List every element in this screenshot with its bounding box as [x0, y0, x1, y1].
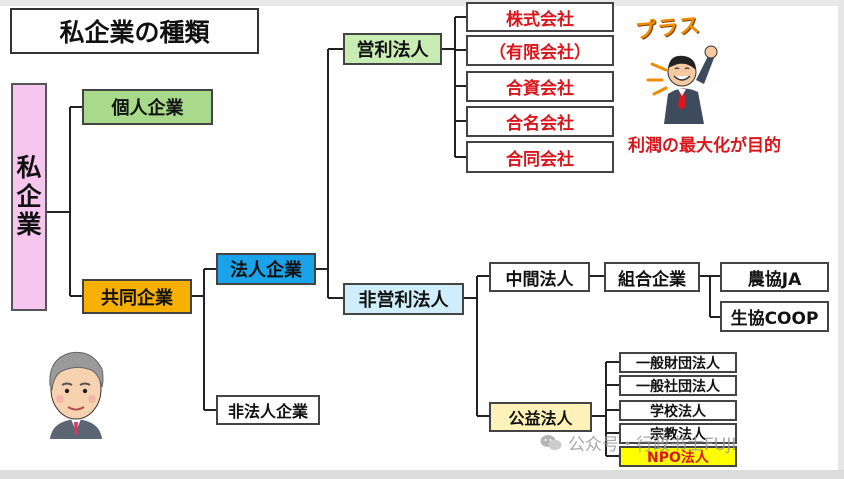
node-shukyo-hojin: 宗教法人 — [619, 423, 737, 444]
node-goshi-kaisha: 合資会社 — [466, 71, 614, 102]
root-char-3: 業 — [16, 210, 42, 240]
node-kyodo-kigyo: 共同企業 — [82, 279, 192, 314]
elderly-man-face-icon — [49, 351, 104, 439]
node-hieiri-hojin: 非営利法人 — [343, 283, 464, 315]
root-node-private-enterprise: 私 企 業 — [11, 83, 47, 311]
node-gakko-hojin: 学校法人 — [619, 400, 737, 421]
node-hojin-kigyo: 法人企業 — [216, 253, 316, 285]
node-npo-hojin: NPO法人 — [619, 446, 737, 467]
node-ippan-zaidan-hojin: 一般財団法人 — [619, 352, 737, 373]
node-kabushiki-kaisha: 株式会社 — [466, 2, 614, 32]
node-koeki-hojin: 公益法人 — [489, 402, 592, 432]
watermark-text: 公众号・行政书士FUJI — [568, 435, 737, 455]
node-seikyo-coop: 生協COOP — [720, 301, 829, 332]
watermark: 公众号・行政书士FUJI — [540, 430, 736, 455]
wechat-icon — [540, 434, 562, 450]
right-border — [838, 0, 844, 479]
node-ippan-shadan-hojin: 一般社団法人 — [619, 375, 737, 396]
node-eiri-hojin: 営利法人 — [343, 33, 442, 65]
node-godo-kaisha: 合同会社 — [466, 141, 614, 173]
root-char-2: 企 — [16, 181, 42, 211]
caption-profit-maximization: 利潤の最大化が目的 — [628, 136, 781, 156]
node-yugen-kaisha: （有限会社） — [466, 35, 614, 66]
top-border — [0, 0, 844, 6]
node-gomei-kaisha: 合名会社 — [466, 106, 614, 137]
bottom-border — [0, 470, 844, 479]
page-title: 私企業の種類 — [10, 8, 259, 54]
node-chukan-hojin: 中間法人 — [489, 262, 590, 292]
root-char-1: 私 — [16, 152, 42, 182]
node-nokyo-ja: 農協JA — [720, 262, 829, 292]
node-kumiai-kigyo: 組合企業 — [604, 262, 700, 292]
node-hihojin-kigyo: 非法人企業 — [216, 395, 320, 425]
businessman-cheering-icon — [646, 45, 718, 124]
node-kojin-kigyo: 個人企業 — [82, 89, 213, 125]
